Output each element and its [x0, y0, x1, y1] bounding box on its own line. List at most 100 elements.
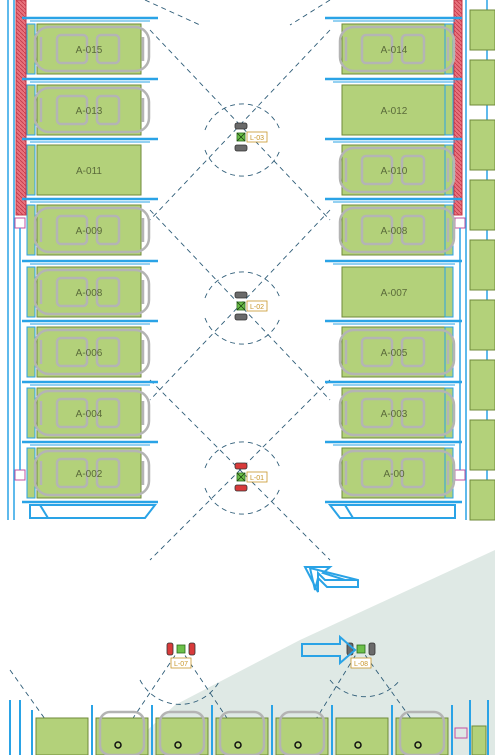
slot-label: A-015 [76, 45, 103, 56]
slot-area [36, 204, 142, 256]
slot-area [36, 23, 142, 75]
slot-a-014-right[interactable]: A-014 [338, 23, 456, 75]
slot-a-011-left[interactable]: A-011 [26, 144, 142, 196]
slot-tag [26, 144, 36, 196]
lamp-head [368, 642, 376, 656]
right-wall-panels [469, 9, 495, 521]
slot-label: A-008 [381, 226, 408, 237]
lamp-label: L-02 [250, 304, 264, 311]
lamp-group: L-03L-02L-01L-07 L-08 [166, 122, 376, 669]
lamp-l-02[interactable]: L-02 [234, 291, 268, 321]
lamp-tag [246, 300, 268, 312]
slot-beams [22, 16, 462, 506]
bottom-slot-row [9, 700, 489, 755]
car-icon [33, 268, 151, 316]
car-icon [33, 328, 151, 376]
slot-a-00-right[interactable]: A-00 [338, 447, 456, 499]
slot-label: A-006 [76, 348, 103, 359]
lamp-head [234, 122, 248, 130]
slot-label: A-013 [76, 106, 103, 117]
slot-label: A-007 [381, 288, 408, 299]
car-icon [338, 328, 456, 376]
slot-area [341, 23, 447, 75]
car-icon [338, 25, 456, 73]
slot-a-007-right[interactable]: A-007 [341, 266, 454, 318]
car-icon [338, 146, 456, 194]
slot-a-003-right[interactable]: A-003 [338, 387, 456, 439]
slot-area [341, 144, 447, 196]
slot-a-010-right[interactable]: A-010 [338, 144, 456, 196]
slot-tag [444, 266, 454, 318]
lamp-head [166, 642, 174, 656]
slot-label: A-008 [76, 288, 103, 299]
slot-area [36, 84, 142, 136]
slot-a-009-left[interactable]: A-009 [26, 204, 151, 256]
slot-area [36, 144, 142, 196]
slot-a-008-left[interactable]: A-008 [26, 266, 151, 318]
lamp-label: L-01 [250, 475, 264, 482]
slot-area [341, 204, 447, 256]
slot-label: A-004 [76, 409, 103, 420]
lamp-head [234, 144, 248, 152]
slot-label: A-005 [381, 348, 408, 359]
slot-label: A-012 [381, 106, 408, 117]
slot-a-004-left[interactable]: A-004 [26, 387, 151, 439]
lamp-sensor [356, 644, 366, 654]
car-icon [33, 86, 151, 134]
slot-area [36, 387, 142, 439]
coverage-zone [120, 550, 495, 755]
slot-area [36, 447, 142, 499]
lamp-l-07[interactable]: L-07 [166, 642, 196, 669]
slot-a-006-left[interactable]: A-006 [26, 326, 151, 378]
slot-area [341, 387, 447, 439]
slot-a-015-left[interactable]: A-015 [26, 23, 151, 75]
lamp-sensor [176, 644, 186, 654]
slot-label: A-011 [76, 166, 102, 177]
lamp-tag [350, 657, 372, 669]
slot-label: A-010 [381, 166, 408, 177]
lamp-l-03[interactable]: L-03 [234, 122, 268, 152]
slot-a-005-right[interactable]: A-005 [338, 326, 456, 378]
left-structure [7, 0, 15, 520]
slot-area [36, 266, 142, 318]
lamp-head [234, 291, 248, 299]
lamp-head [234, 462, 248, 470]
lamp-label: L-08 [354, 661, 368, 668]
slot-tag [444, 84, 454, 136]
lamp-head [234, 484, 248, 492]
right-rail [453, 0, 463, 216]
slot-label: A-003 [381, 409, 408, 420]
slot-area [341, 326, 447, 378]
lamp-tag [246, 471, 268, 483]
car-icon [33, 206, 151, 254]
car-icon [33, 449, 151, 497]
lamp-head [234, 313, 248, 321]
lamp-head [188, 642, 196, 656]
lamp-l-01[interactable]: L-01 [234, 462, 268, 492]
slot-area [341, 266, 447, 318]
car-icon [33, 25, 151, 73]
slot-area [36, 326, 142, 378]
slot-label: A-002 [76, 469, 103, 480]
slot-label: A-00 [383, 469, 405, 480]
lamp-tag [246, 131, 268, 143]
slot-a-013-left[interactable]: A-013 [26, 84, 151, 136]
lamp-tag [170, 657, 192, 669]
slot-a-012-right[interactable]: A-012 [341, 84, 454, 136]
left-rail [15, 0, 27, 216]
car-icon [338, 449, 456, 497]
car-icon [338, 206, 456, 254]
slot-label: A-009 [76, 226, 103, 237]
lamp-label: L-03 [250, 135, 264, 142]
car-icon [33, 389, 151, 437]
slot-area [341, 84, 447, 136]
bottom-bumpers [29, 504, 456, 519]
direction-arrow-upleft [303, 566, 359, 593]
slot-a-002-left[interactable]: A-002 [26, 447, 151, 499]
slot-a-008-right[interactable]: A-008 [338, 204, 456, 256]
slot-label: A-014 [381, 45, 408, 56]
lamp-label: L-07 [174, 661, 188, 668]
car-icon [338, 389, 456, 437]
